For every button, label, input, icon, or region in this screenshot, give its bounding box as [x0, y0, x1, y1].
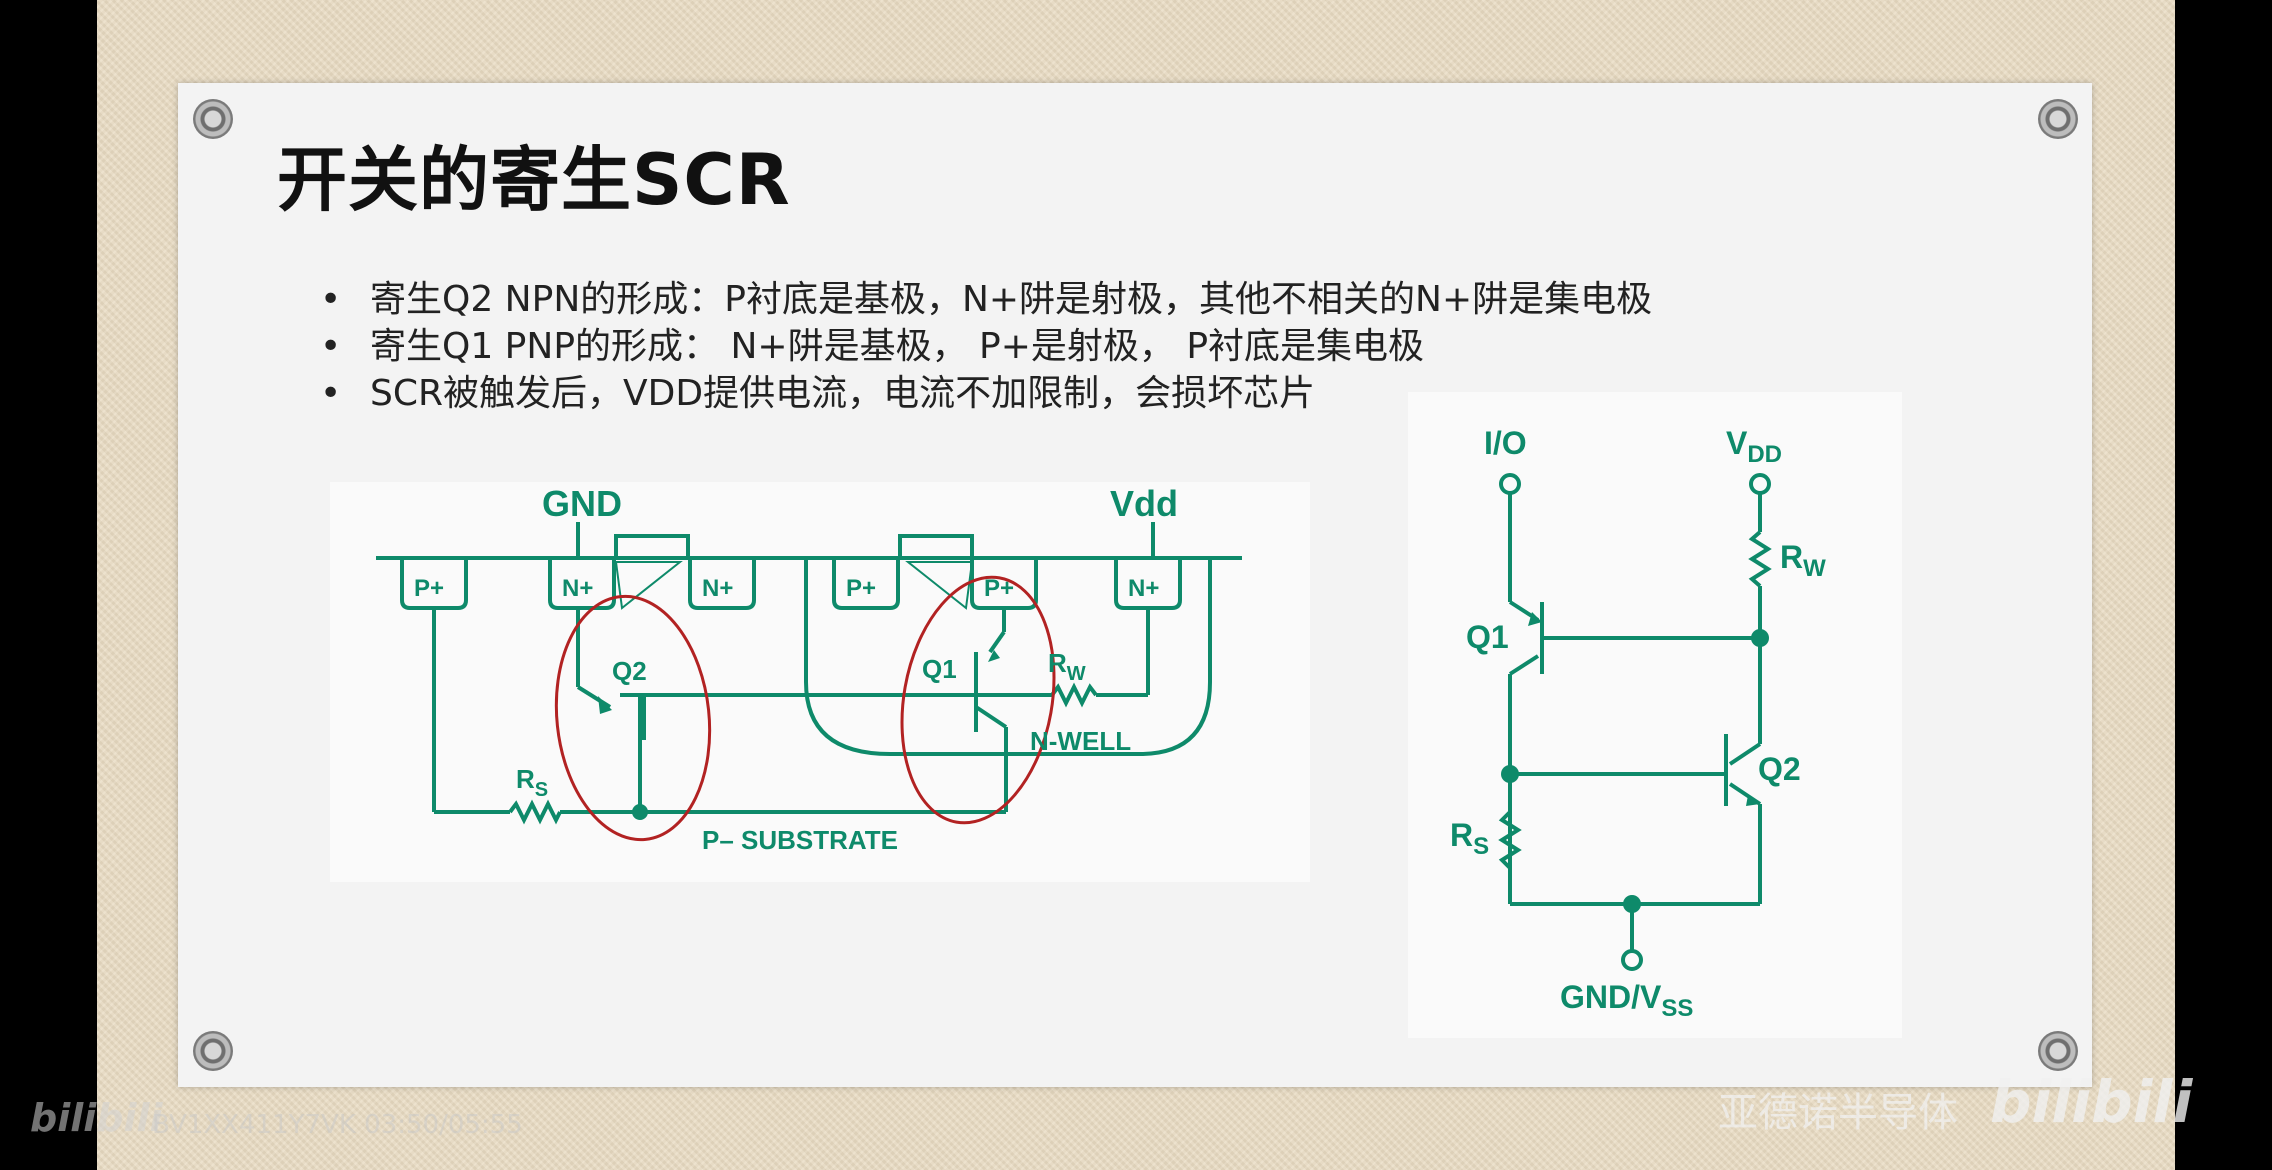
- screw-icon: [2038, 1031, 2078, 1071]
- rw-label: RW: [1048, 648, 1086, 685]
- vdd-label: Vdd: [1110, 483, 1178, 524]
- screw-icon: [2038, 99, 2078, 139]
- diffusion-label: P+: [846, 575, 876, 602]
- bullet-item: •SCR被触发后，VDD提供电流，电流不加限制，会损坏芯片: [320, 373, 1316, 414]
- diffusion-label: N+: [702, 575, 733, 602]
- q2-label: Q2: [1758, 751, 1801, 787]
- bullet-list: •寄生Q2 NPN的形成：P衬底是基极，N+阱是射极，其他不相关的N+阱是集电极…: [320, 276, 1652, 417]
- screw-icon: [193, 1031, 233, 1071]
- nwell-label: N-WELL: [1030, 726, 1131, 756]
- q1-label: Q1: [1466, 619, 1509, 655]
- channel-watermark: 亚德诺半导体: [1718, 1090, 1958, 1136]
- scr-schematic: I/O VDD RW Q1 Q2 RS GND/VSS: [1450, 425, 1826, 1022]
- diffusion-label: N+: [1128, 575, 1159, 602]
- rs-label: RS: [516, 764, 548, 801]
- bilibili-logo-watermark: bilibili: [30, 1096, 163, 1140]
- substrate-label: P– SUBSTRATE: [702, 825, 898, 855]
- q2-label: Q2: [612, 656, 647, 686]
- screw-icon: [193, 99, 233, 139]
- slide-title: 开关的寄生SCR: [277, 139, 791, 221]
- gnd-vss-label: GND/VSS: [1560, 979, 1693, 1022]
- gnd-label: GND: [542, 483, 622, 524]
- diffusion-label: N+: [562, 575, 593, 602]
- rs-label: RS: [1450, 817, 1489, 860]
- video-info-watermark: BV1XX411Y7VK 03:50/05:55: [152, 1110, 523, 1140]
- bilibili-logo-watermark: bilibili: [1990, 1068, 2193, 1136]
- io-label: I/O: [1484, 425, 1527, 461]
- schematic-panel: [1408, 392, 1902, 1038]
- diffusion-label: P+: [984, 575, 1014, 602]
- bullet-item: •寄生Q1 PNP的形成： N+阱是基极， P+是射极， P衬底是集电极: [320, 326, 1425, 367]
- cross-section-diagram: GND Vdd P+ N+ N+ P+ P+ N+ Q2 Q1 RW RS N-…: [376, 483, 1242, 855]
- diffusion-label: P+: [414, 575, 444, 602]
- rw-label: RW: [1780, 539, 1826, 582]
- bullet-item: •寄生Q2 NPN的形成：P衬底是基极，N+阱是射极，其他不相关的N+阱是集电极: [320, 279, 1653, 320]
- q1-label: Q1: [922, 654, 957, 684]
- vdd-label: VDD: [1726, 425, 1782, 468]
